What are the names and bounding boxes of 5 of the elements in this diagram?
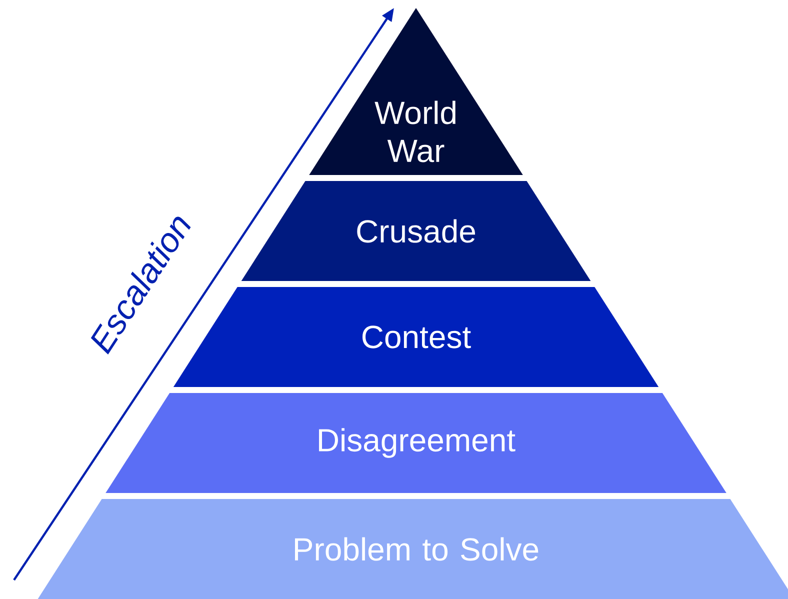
pyramid-level: Crusade: [241, 181, 591, 281]
pyramid-level: Problem to Solve: [38, 499, 788, 599]
pyramid-level: Disagreement: [106, 393, 726, 493]
pyramid-level: Contest: [173, 287, 659, 387]
pyramid-level: World War: [309, 8, 523, 175]
